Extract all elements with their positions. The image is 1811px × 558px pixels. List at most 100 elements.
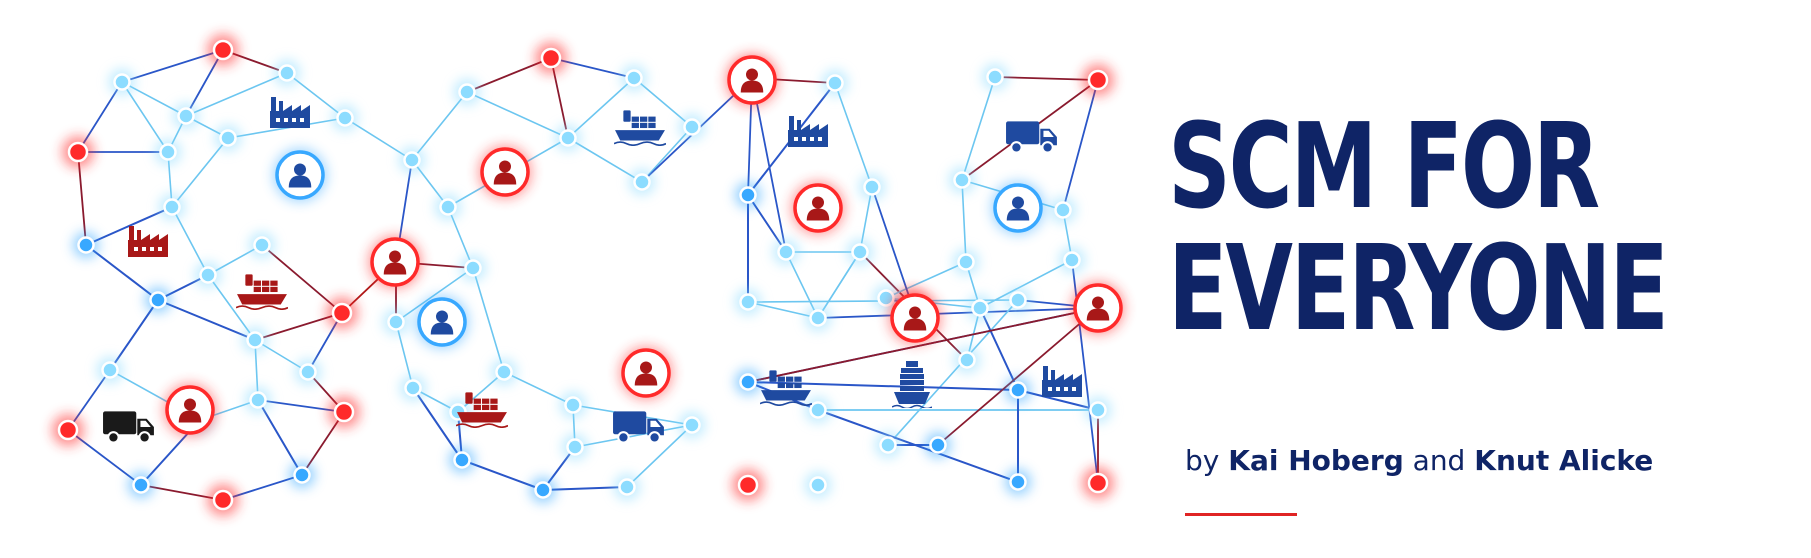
person-icon bbox=[415, 295, 469, 349]
network-edge bbox=[227, 117, 346, 139]
network-node bbox=[555, 125, 581, 151]
truck-icon bbox=[612, 410, 665, 444]
network-edge bbox=[542, 486, 628, 491]
network-edge bbox=[817, 307, 1099, 319]
network-edge bbox=[961, 179, 967, 263]
person-icon bbox=[478, 145, 532, 199]
network-node bbox=[1005, 469, 1031, 495]
network-node bbox=[249, 232, 275, 258]
byline-prefix: by bbox=[1185, 444, 1220, 477]
network-edge bbox=[567, 77, 635, 139]
network-node bbox=[773, 239, 799, 265]
network-edge bbox=[871, 186, 913, 306]
network-edge bbox=[747, 307, 1099, 383]
network-node bbox=[822, 70, 848, 96]
network-node bbox=[562, 434, 588, 460]
network-edge bbox=[344, 117, 413, 161]
network-node bbox=[52, 414, 84, 446]
network-node bbox=[328, 396, 360, 428]
network-node bbox=[289, 462, 315, 488]
network-edge bbox=[817, 251, 861, 319]
ship-icon bbox=[760, 369, 812, 406]
author-2: Knut Alicke bbox=[1474, 444, 1654, 477]
title-line-1: SCM FOR bbox=[1168, 97, 1600, 235]
title-line-2: EVERYONE bbox=[1168, 219, 1669, 357]
network-edge bbox=[1017, 389, 1099, 411]
network-node bbox=[925, 432, 951, 458]
person-icon bbox=[163, 383, 217, 437]
network-node bbox=[875, 432, 901, 458]
network-edge bbox=[185, 72, 288, 117]
person-icon bbox=[619, 346, 673, 400]
network-node bbox=[1082, 467, 1114, 499]
person-icon bbox=[991, 181, 1045, 235]
factory-icon bbox=[788, 116, 828, 147]
network-node bbox=[1050, 197, 1076, 223]
network-node bbox=[207, 484, 239, 516]
network-node bbox=[128, 472, 154, 498]
network-node bbox=[1059, 247, 1085, 273]
accent-underline bbox=[1185, 513, 1297, 516]
network-edge bbox=[817, 409, 1019, 483]
network-edge bbox=[472, 267, 505, 373]
network-edge bbox=[395, 267, 474, 323]
network-node bbox=[460, 255, 486, 281]
network-edge bbox=[979, 259, 1073, 309]
network-edge bbox=[411, 91, 468, 161]
network-edge bbox=[121, 49, 224, 83]
network-edge bbox=[994, 76, 1099, 81]
network-edge bbox=[979, 307, 1019, 391]
network-node bbox=[614, 474, 640, 500]
network-edge bbox=[885, 261, 967, 299]
network-edge bbox=[257, 399, 303, 476]
network-node bbox=[207, 34, 239, 66]
byline: by Kai Hoberg and Knut Alicke bbox=[1185, 444, 1653, 477]
network-node bbox=[621, 65, 647, 91]
person-icon bbox=[368, 235, 422, 289]
network-node bbox=[735, 289, 761, 315]
network-node bbox=[560, 392, 586, 418]
network-edge bbox=[937, 307, 1099, 446]
network-node bbox=[735, 182, 761, 208]
factory-icon bbox=[270, 97, 310, 128]
ship-icon bbox=[614, 109, 666, 146]
network-node bbox=[62, 136, 94, 168]
network-node bbox=[954, 347, 980, 373]
network-edge bbox=[157, 299, 256, 341]
network-node bbox=[949, 167, 975, 193]
author-1: Kai Hoberg bbox=[1228, 444, 1404, 477]
network-edge bbox=[412, 387, 463, 461]
network-node bbox=[1005, 287, 1031, 313]
network-edge bbox=[466, 91, 569, 139]
network-edge bbox=[574, 424, 693, 448]
network-node bbox=[967, 295, 993, 321]
network-node bbox=[245, 387, 271, 413]
network-node bbox=[155, 139, 181, 165]
network-node bbox=[383, 309, 409, 335]
factory-icon bbox=[1042, 366, 1082, 397]
network-node bbox=[73, 232, 99, 258]
network-node bbox=[449, 447, 475, 473]
network-node bbox=[805, 397, 831, 423]
network-edges bbox=[67, 49, 1099, 501]
byline-conjunction: and bbox=[1412, 444, 1466, 477]
network-edge bbox=[207, 274, 256, 341]
network-node bbox=[145, 287, 171, 313]
network-edge bbox=[109, 299, 159, 371]
network-edge bbox=[887, 299, 1019, 446]
network-node bbox=[195, 262, 221, 288]
network-node bbox=[400, 375, 426, 401]
person-icon bbox=[725, 53, 779, 107]
network-node bbox=[732, 469, 764, 501]
network-edge bbox=[567, 137, 643, 183]
network-edge bbox=[751, 77, 787, 253]
network-nodes bbox=[52, 34, 1114, 516]
network-icons bbox=[102, 53, 1125, 444]
network-node bbox=[530, 477, 556, 503]
network-node bbox=[679, 114, 705, 140]
truck-icon bbox=[102, 410, 155, 444]
truck-icon bbox=[1005, 120, 1058, 154]
network-edge bbox=[121, 81, 169, 153]
